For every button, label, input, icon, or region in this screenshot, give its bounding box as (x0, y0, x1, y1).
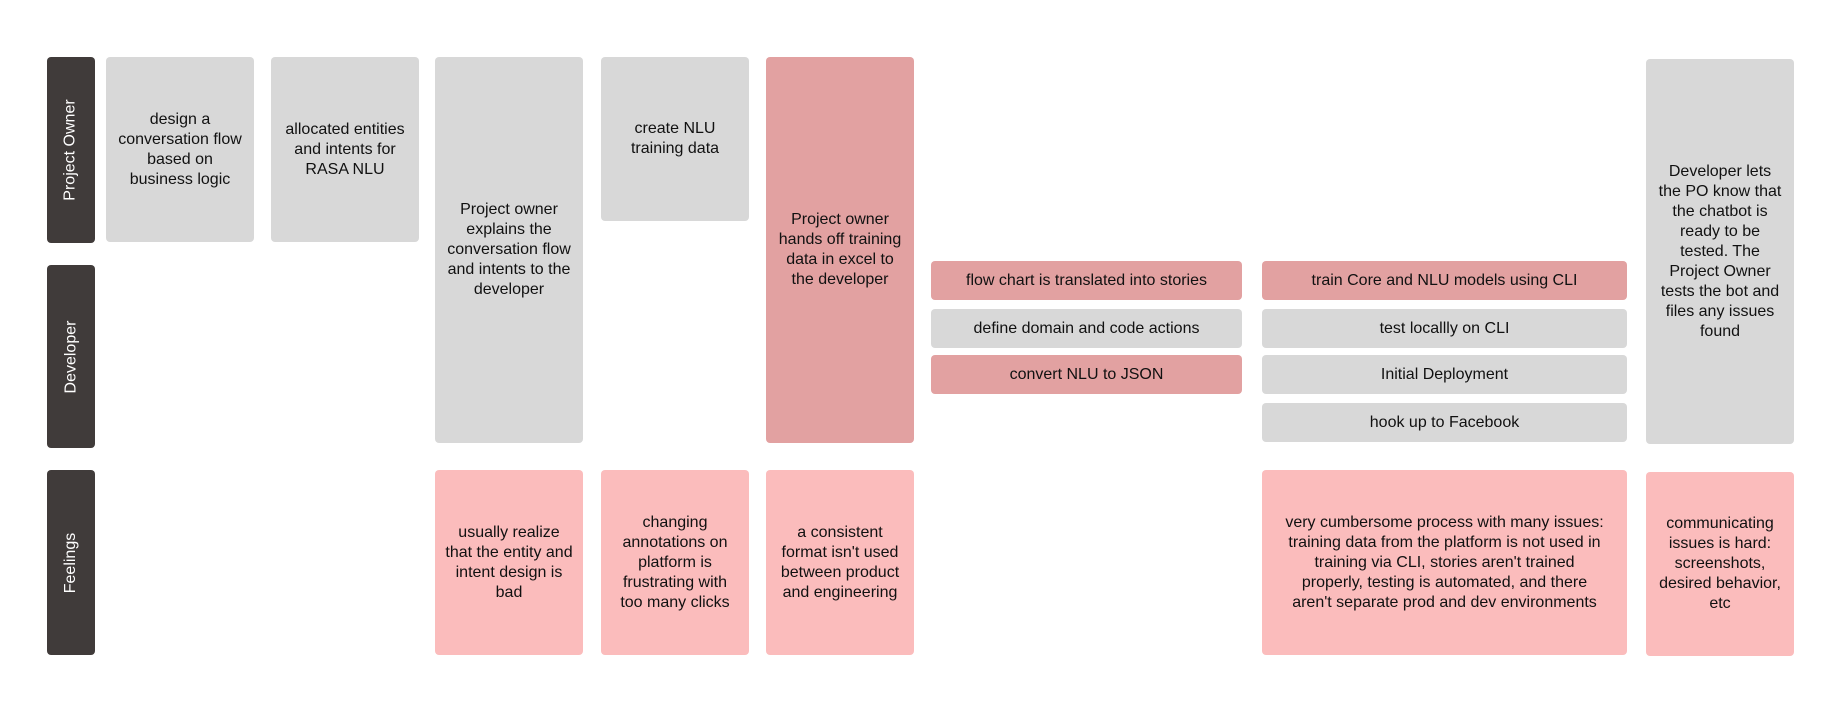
card-text: allocated entities and intents for RASA … (285, 120, 405, 178)
lane-label-feelings: Feelings (62, 532, 80, 593)
card-text: usually realize that the entity and inte… (445, 523, 573, 601)
feeling-cumbersome-process[interactable]: very cumbersome process with many issues… (1262, 470, 1627, 655)
step-initial-deployment[interactable]: Initial Deployment (1262, 355, 1627, 394)
card-text: design a conversation flow based on busi… (118, 110, 242, 188)
card-text: flow chart is translated into stories (966, 271, 1207, 289)
lane-project-owner: Project Owner (47, 57, 95, 243)
lane-feelings: Feelings (47, 470, 95, 655)
card-text: Developer lets the PO know that the chat… (1658, 162, 1782, 340)
card-text: Project owner explains the conversation … (447, 201, 571, 298)
step-create-nlu-training-data[interactable]: create NLU training data (601, 57, 749, 221)
feeling-bad-entity-design[interactable]: usually realize that the entity and inte… (435, 470, 583, 655)
feeling-communicating-issues[interactable]: communicating issues is hard: screenshot… (1646, 472, 1794, 656)
card-text: define domain and code actions (973, 319, 1200, 337)
card-text: a consistent format isn't used between p… (780, 523, 900, 601)
card-text: test locallly on CLI (1379, 319, 1510, 337)
step-test-locally-cli[interactable]: test locallly on CLI (1262, 309, 1627, 348)
step-po-tests-bot[interactable]: Developer lets the PO know that the chat… (1646, 59, 1794, 444)
card-text: hook up to Facebook (1369, 413, 1520, 431)
lane-label-project-owner: Project Owner (62, 99, 79, 201)
step-design-conversation-flow[interactable]: design a conversation flow based on busi… (106, 57, 254, 242)
card-text: train Core and NLU models using CLI (1311, 271, 1578, 289)
step-convert-nlu-json[interactable]: convert NLU to JSON (931, 355, 1242, 394)
card-text: communicating issues is hard: screenshot… (1659, 515, 1781, 612)
card-text: create NLU training data (630, 120, 720, 157)
lane-developer: Developer (47, 265, 95, 448)
step-train-models-cli[interactable]: train Core and NLU models using CLI (1262, 261, 1627, 300)
step-allocate-entities-intents[interactable]: allocated entities and intents for RASA … (271, 57, 419, 242)
step-translate-flow-to-stories[interactable]: flow chart is translated into stories (931, 261, 1242, 300)
step-hook-up-facebook[interactable]: hook up to Facebook (1262, 403, 1627, 442)
card-text: changing annotations on platform is frus… (620, 513, 730, 611)
feeling-annotation-frustration[interactable]: changing annotations on platform is frus… (601, 470, 749, 655)
step-hand-off-training-data[interactable]: Project owner hands off training data in… (766, 57, 914, 443)
card-text: convert NLU to JSON (1009, 365, 1164, 383)
step-define-domain-actions[interactable]: define domain and code actions (931, 309, 1242, 348)
lane-label-developer: Developer (62, 320, 79, 393)
feeling-inconsistent-format[interactable]: a consistent format isn't used between p… (766, 470, 914, 655)
card-text: very cumbersome process with many issues… (1285, 513, 1604, 611)
step-explain-flow-to-developer[interactable]: Project owner explains the conversation … (435, 57, 583, 443)
card-text: Project owner hands off training data in… (778, 211, 902, 288)
card-text: Initial Deployment (1380, 365, 1509, 383)
